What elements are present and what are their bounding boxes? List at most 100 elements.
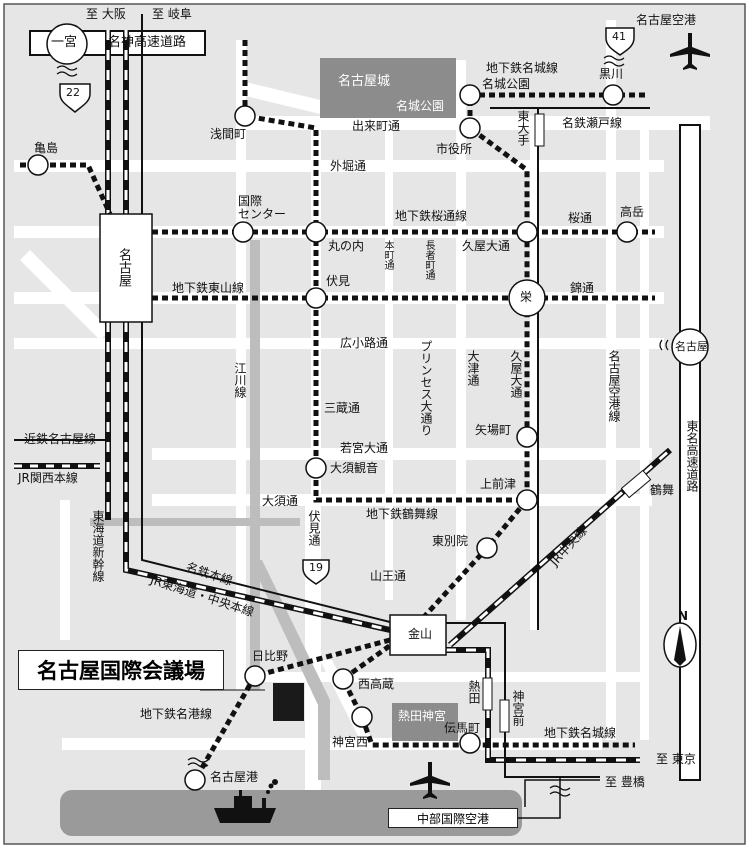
higashibetsuin-label: 東別院 (432, 534, 469, 548)
jr-kansai-line-label: JR関西本線 (18, 471, 78, 485)
wakamiya-street-label: 若宮大通 (340, 441, 389, 455)
direction-gifu: 至 岐阜 (152, 7, 192, 21)
ship-icon (214, 779, 278, 823)
nagoya-castle-label: 名古屋城 (338, 74, 391, 89)
sotobori-street-label: 外堀通 (330, 159, 367, 173)
jingumae-label: 神宮前 (511, 690, 525, 726)
nagoya-station-box[interactable] (99, 213, 153, 323)
conference-hall-callout: 名古屋国際会議場 (18, 650, 224, 690)
station-shiyakusho (459, 117, 481, 139)
route-19-label: 19 (309, 561, 323, 574)
conference-hall-building[interactable] (273, 683, 304, 721)
station-osukannon (305, 457, 327, 479)
kamimaezu-label: 上前津 (480, 477, 517, 491)
meijo-park-label: 名城公園 (396, 99, 445, 113)
hibino-label: 日比野 (252, 649, 289, 663)
kanayama-station-box[interactable] (389, 614, 447, 656)
nagoya-ic-label: 名古屋 (675, 340, 708, 353)
station-kamimaezu (516, 489, 538, 511)
higashiyama-line-label: 地下鉄東山線 (172, 281, 245, 295)
yabacho-label: 矢場町 (475, 423, 512, 437)
higashiote-station[interactable] (534, 113, 545, 147)
sakura-street-label: 桜通 (568, 211, 593, 225)
ichinomiya-label: 一宮 (51, 35, 78, 50)
sakae-label: 栄 (520, 290, 533, 304)
kamejima-label: 亀島 (34, 141, 59, 155)
higashiote-label: 東大手 (516, 110, 530, 146)
meishin-label: 名神高速道路 (108, 35, 187, 50)
centrair-label[interactable]: 中部国際空港 (388, 808, 518, 828)
sengencho-label: 浅間町 (210, 127, 247, 141)
direction-osaka: 至 大阪 (86, 7, 126, 21)
break-marks (56, 55, 669, 797)
station-higashibetsuin (476, 537, 498, 559)
route-22-shield (59, 83, 91, 113)
tenmacho-label: 伝馬町 (444, 721, 481, 735)
tsurumai-line-label: 地下鉄鶴舞線 (366, 507, 439, 521)
shinkansen-label: 東海道新幹線 (91, 510, 105, 582)
station-nishitakakura (332, 668, 354, 690)
airplane-icon (670, 33, 710, 70)
jingumae-station[interactable] (499, 699, 510, 733)
kintetsu-line-label: 近鉄名古屋線 (24, 432, 97, 446)
nagoya-station-label: 名古屋 (116, 248, 131, 287)
route-41-label: 41 (612, 30, 626, 43)
station-sakae (508, 279, 546, 317)
tsurumai-station[interactable] (620, 469, 652, 499)
nagoya-ic (671, 328, 709, 366)
nagoya-airport-label: 名古屋空港 (636, 13, 697, 27)
direction-toyohashi: 至 豊橋 (605, 775, 645, 789)
sakuradori-line-label: 地下鉄桜通線 (395, 209, 468, 223)
kuko-street-label: 名古屋空港線 (607, 350, 621, 422)
tomei-expressway (679, 124, 701, 781)
station-takaoka (616, 221, 638, 243)
shiyakusho-label: 市役所 (436, 142, 473, 156)
kurokawa-label: 黒川 (599, 67, 624, 81)
station-meijokoen (459, 84, 481, 106)
grey-roads (90, 240, 330, 780)
atsuta-station[interactable] (482, 677, 493, 711)
route-19-shield (302, 559, 330, 585)
nagoya-castle-area (320, 58, 456, 118)
osu-street-label: 大須通 (262, 494, 299, 508)
station-kamejima (27, 154, 49, 176)
station-kokusai-center (232, 221, 254, 243)
station-kurokawa (602, 84, 624, 106)
station-jinguunishi (351, 706, 373, 728)
station-marunouchi (305, 221, 327, 243)
direction-tokyo: 至 東京 (656, 752, 696, 766)
tomei-label: 東名高速道路 (685, 420, 699, 492)
hisaya-odori-label: 久屋大通 (462, 239, 511, 253)
route-41-shield (605, 27, 635, 56)
station-fushimi (305, 287, 327, 309)
station-hibino (244, 665, 266, 687)
hirokoji-street-label: 広小路通 (340, 336, 389, 350)
hisaya-street-label: 久屋大通 (509, 350, 523, 398)
meitetsu-seto-label: 名鉄瀬戸線 (562, 116, 623, 130)
meijokoen-label: 名城公園 (482, 77, 531, 91)
station-tenmacho (459, 732, 481, 754)
station-circles[interactable] (27, 23, 709, 791)
kokusai-center-label: 国際 センター (238, 194, 287, 222)
meijo-line-label-south: 地下鉄名城線 (544, 726, 617, 740)
north-compass-icon (663, 622, 697, 668)
princess-street-label: プリンセス大通り (419, 340, 433, 436)
atsuta-jingu-label: 熱田神宮 (398, 709, 447, 723)
atsuta-label: 熱田 (467, 680, 481, 704)
nishitakakura-label: 西高蔵 (358, 677, 395, 691)
station-hisaya-odori (516, 221, 538, 243)
station-yabacho (516, 426, 538, 448)
chojamachi-street-label: 長者町通 (423, 240, 434, 280)
demachi-street-label: 出来町通 (352, 119, 401, 133)
marunouchi-label: 丸の内 (328, 239, 365, 253)
jinguunishi-label: 神宮西 (332, 735, 369, 749)
north-label: N (678, 609, 689, 623)
meiko-line-label: 地下鉄名港線 (140, 707, 213, 721)
nishiki-street-label: 錦通 (570, 281, 595, 295)
nagoyako-label: 名古屋港 (210, 770, 259, 784)
airplane-icon (410, 762, 450, 799)
takaoka-label: 高岳 (620, 205, 645, 219)
atsuta-jingu-area (392, 703, 458, 741)
